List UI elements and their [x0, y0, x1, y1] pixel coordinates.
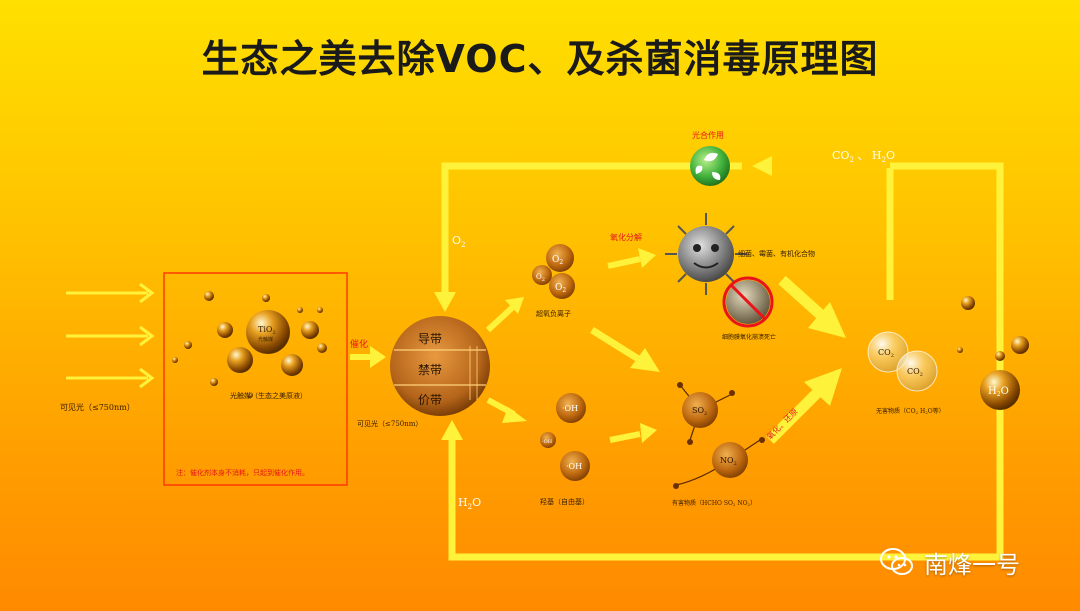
photocatalyst-box [163, 272, 348, 486]
harmless-bubbles [867, 296, 1029, 410]
oh-mol-2: ·OH [542, 439, 553, 445]
hydroxyl-label: 羟基（自由基） [540, 497, 589, 506]
oh-mol-1: ·OH [562, 404, 578, 413]
band-conduction: 导带 [418, 332, 442, 346]
oxidize-decompose-label: 氧化分解 [610, 232, 642, 242]
catalyst-note: 注：催化剂本身不消耗，只起到催化作用。 [176, 468, 309, 477]
light-arrows [66, 282, 155, 389]
arrow-superoxide-to-harmful [590, 327, 642, 363]
catalysis-label: 催化 [350, 338, 368, 350]
photocatalyst-label: 光触媒（生态之美原液） [230, 391, 307, 400]
arrow-up-h2o [441, 420, 463, 440]
visible-light-left: 可见光（≤750nm） [60, 402, 135, 412]
oh-mol-3: ·OH [566, 462, 582, 471]
harmless-label: 无害物质（CO2 H2O等） [876, 407, 945, 415]
cell-death-label: 细胞膜氧化崩溃死亡 [722, 333, 776, 341]
band-forbidden: 禁带 [418, 363, 442, 377]
h2o-left-label: H2O [458, 496, 481, 511]
loop-top-left [441, 162, 742, 300]
catalyst-bubbles [172, 291, 327, 398]
co2-h2o-top-label: CO2 、 H2O [832, 149, 895, 164]
so2-label: SO2 [692, 406, 707, 417]
arrow-to-superoxide [485, 303, 517, 333]
leaf-icon [690, 146, 730, 186]
superoxide-cluster [532, 244, 575, 299]
co2-bubble-1: CO2 [878, 348, 894, 359]
h2o-bubble: H2O [988, 386, 1009, 398]
harmful-label: 有害物质（HCHO SO2 NO2） [672, 499, 756, 507]
cycle-loop [441, 162, 1004, 561]
arrow-down-o2 [434, 292, 456, 312]
so2-molecule [682, 392, 718, 428]
no2-molecule [712, 442, 748, 478]
arrow-oxidize [607, 256, 641, 269]
tio2-label: TiO2 [258, 325, 276, 336]
arrow-harmful-to-harmless [766, 388, 822, 444]
co2-bubble-2: CO2 [907, 367, 923, 378]
photosynthesis-label: 光合作用 [692, 130, 724, 140]
band-valence: 价带 [418, 393, 442, 407]
dead-bacteria-icon [722, 276, 774, 328]
brand-name: 南烽一号 [924, 550, 1020, 579]
tio2-sublabel: 光触媒 [258, 336, 273, 343]
o2-label: O2 [452, 234, 466, 249]
arrow-to-leaf [752, 156, 772, 176]
wechat-icon [880, 548, 913, 575]
virus-icon [665, 213, 747, 295]
arrow-bacteria-to-harmless [778, 275, 826, 321]
bacteria-label: 细菌、霉菌、有机化合物 [738, 249, 815, 258]
arrow-hydroxyl-to-harmful [609, 431, 641, 443]
superoxide-label: 超氧负离子 [536, 309, 571, 318]
o2-mol-3: O2 [555, 283, 566, 294]
o2-mol-1: O2 [552, 255, 563, 266]
band-sphere [390, 316, 490, 416]
oxidize-reduce-label: 氧化、还原 [764, 406, 799, 441]
visible-light-band: 可见光（≤750nm） [357, 419, 422, 428]
page-title: 生态之美去除VOC、及杀菌消毒原理图 [201, 37, 879, 81]
brand-watermark: 南烽一号 [880, 542, 1020, 582]
hydroxyl-cluster [540, 393, 590, 481]
o2-mol-2: O2 [536, 273, 545, 283]
loop-right [448, 162, 1004, 561]
no2-label: NO2 [720, 456, 737, 467]
